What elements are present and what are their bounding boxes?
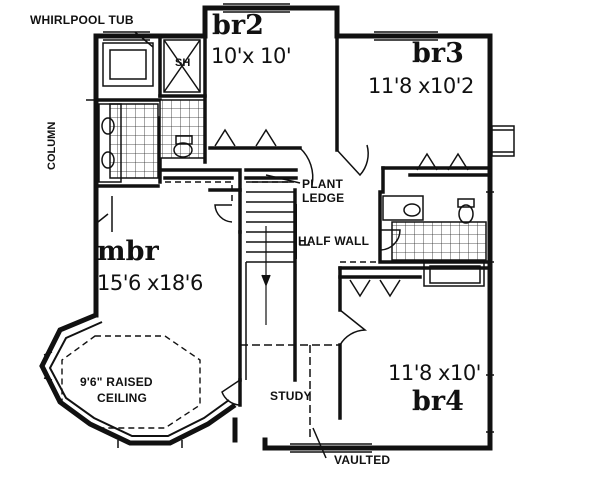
plant-ledge-label-1: PLANT bbox=[302, 177, 343, 191]
br4-name: br4 bbox=[412, 386, 464, 417]
br2-name: br2 bbox=[212, 10, 264, 41]
mbr-dims: 15'6 x18'6 bbox=[97, 271, 203, 295]
fixtures bbox=[86, 3, 515, 459]
column-label: COLUMN bbox=[46, 121, 58, 170]
shower-label: SH bbox=[175, 57, 191, 69]
raised-ceiling-label-1: 9'6" RAISED bbox=[80, 375, 153, 389]
br4-dims: 11'8 x10' bbox=[388, 361, 481, 385]
br2-dims: 10'x 10' bbox=[211, 44, 292, 68]
plant-ledge-label-2: LEDGE bbox=[302, 191, 345, 205]
vaulted-label: VAULTED bbox=[334, 453, 391, 467]
exterior-walls bbox=[93, 5, 493, 451]
half-wall-label: HALF WALL bbox=[298, 234, 370, 248]
study-label: STUDY bbox=[270, 389, 312, 403]
br3-name: br3 bbox=[412, 38, 464, 69]
br3-dims: 11'8 x10'2 bbox=[368, 74, 474, 98]
interior-walls bbox=[94, 34, 492, 420]
bay-window bbox=[39, 312, 237, 448]
whirlpool-tub-label: WHIRLPOOL TUB bbox=[30, 13, 134, 27]
mbr-name: mbr bbox=[97, 236, 159, 267]
raised-ceiling-label-2: CEILING bbox=[97, 391, 148, 405]
